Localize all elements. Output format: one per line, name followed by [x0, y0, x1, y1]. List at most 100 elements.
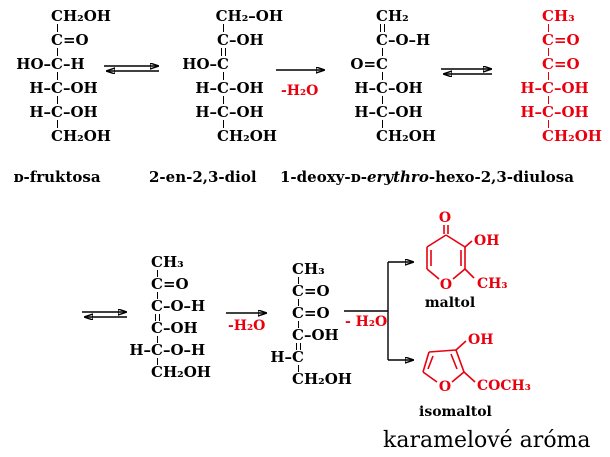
backbone-atom: C [51, 127, 63, 145]
substituent: H– [195, 79, 218, 97]
single-bond-vertical [547, 24, 549, 32]
substituent: H₂OH [162, 363, 211, 381]
substituent: H– [29, 103, 52, 121]
substituent [163, 32, 217, 48]
single-bond-vertical [56, 96, 58, 104]
substituent [304, 350, 358, 365]
single-bond-vertical [381, 48, 383, 56]
single-bond-vertical [381, 72, 383, 80]
equilibrium-arrow-2 [441, 69, 492, 74]
backbone-atom: C [542, 55, 554, 73]
backbone-atom: C [542, 7, 554, 25]
atom-row: C=O [488, 56, 608, 72]
substituent: H₃ [162, 253, 184, 271]
substituent [97, 365, 151, 380]
backbone-atom: C [542, 79, 554, 97]
isomaltol-acetyl-label: COCH₃ [477, 378, 531, 394]
single-bond-vertical [222, 72, 224, 80]
substituent: H₃ [303, 260, 325, 278]
single-bond-vertical [222, 120, 224, 128]
isomaltol-hydroxyl-label: OH [468, 332, 493, 348]
backbone-atom: C [151, 319, 163, 337]
backbone-atom: C [51, 55, 63, 73]
double-bond-vertical [154, 314, 160, 321]
substituent: H₃ [553, 7, 575, 25]
substituent [0, 128, 51, 144]
substituent: =O [303, 304, 330, 322]
backbone-atom: C [51, 31, 63, 49]
single-bond-vertical [156, 270, 158, 277]
substituent [488, 32, 542, 48]
backbone-atom: C [217, 127, 229, 145]
atom-row: C–OH [163, 32, 283, 48]
backbone-atom: C [292, 348, 304, 366]
substituent: H– [270, 348, 293, 366]
single-bond-vertical [547, 120, 549, 128]
substituent [322, 8, 376, 24]
substituent: =O [553, 31, 580, 49]
substituent [488, 56, 542, 72]
maltol-hydroxyl-label: OH [474, 233, 499, 249]
caption-caramel-aroma: karamelové aróma [383, 428, 591, 453]
substituent: –OH [387, 79, 423, 97]
label-maltol: maltol [424, 295, 476, 311]
backbone-atom: C [292, 260, 304, 278]
substituent [238, 372, 292, 387]
substituent [322, 128, 376, 144]
single-bond-vertical [56, 120, 58, 128]
single-bond-vertical [547, 72, 549, 80]
label-deoxy-suffix: -hexo-2,3-diulosa [428, 168, 574, 186]
substituent: –OH [228, 79, 264, 97]
backbone-atom: C [217, 103, 229, 121]
double-bond-vertical [379, 24, 385, 32]
substituent: –OH [553, 79, 589, 97]
substituent: –OH [62, 79, 98, 97]
substituent: –O–H [162, 341, 206, 359]
label-2-en-2-3-diol: 2-en-2,3-diol [149, 168, 257, 186]
minus-water-annotation-3: - H₂O [345, 314, 388, 330]
substituent: –OH [228, 103, 264, 121]
label-d-fruktosa: ᴅ-fruktosa [13, 168, 101, 186]
substituent: –O–H [162, 297, 206, 315]
double-bond-vertical [295, 343, 301, 350]
substituent [488, 128, 542, 144]
substituent: =O [162, 275, 189, 293]
backbone-atom: C [542, 103, 554, 121]
atom-row: C=O [0, 32, 117, 48]
label-isomaltol: isomaltol [419, 404, 492, 420]
backbone-atom: C [151, 363, 163, 381]
single-bond-vertical [297, 321, 299, 328]
substituent: H– [520, 79, 543, 97]
atom-row: C–O–H [97, 299, 217, 314]
atom-row: H–C [238, 350, 358, 365]
backbone-atom: C [51, 103, 63, 121]
maltol-ring-oxygen: O [440, 277, 452, 293]
substituent [238, 284, 292, 299]
atom-row: H–C–OH [163, 104, 283, 120]
backbone-atom: C [292, 282, 304, 300]
single-bond-vertical [297, 277, 299, 284]
substituent: H₂OH [553, 127, 602, 145]
single-bond-vertical [156, 358, 158, 365]
substituent: –OH [162, 319, 198, 337]
backbone-atom: C [151, 253, 163, 271]
substituent: H₂OH [387, 127, 436, 145]
backbone-atom: C [217, 79, 229, 97]
substituent [238, 262, 292, 277]
single-bond-vertical [156, 292, 158, 299]
atom-row: C=O [97, 277, 217, 292]
substituent: H– [29, 79, 52, 97]
substituent [0, 8, 51, 24]
substituent [97, 277, 151, 292]
